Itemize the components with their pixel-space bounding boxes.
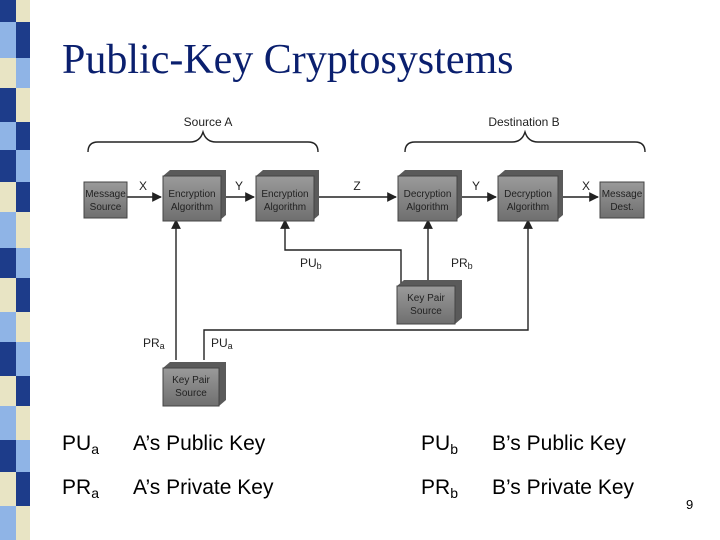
key-label-pub-sub: b bbox=[317, 261, 322, 271]
flow-label-z: Z bbox=[353, 179, 360, 193]
svg-text:Encryption: Encryption bbox=[168, 189, 215, 200]
legend-key-pub: PUb bbox=[421, 432, 458, 457]
key-label-pub-main: PU bbox=[300, 256, 317, 270]
key-label-pra-main: PR bbox=[143, 336, 160, 350]
slide-title: Public-Key Cryptosystems bbox=[62, 37, 514, 83]
key-label-pra-sub: a bbox=[160, 341, 165, 351]
svg-text:Decryption: Decryption bbox=[404, 189, 452, 200]
key-pair-source-box-b: Key Pair Source bbox=[396, 280, 462, 325]
legend-desc-pub: B’s Public Key bbox=[492, 432, 626, 455]
svg-text:Message: Message bbox=[85, 189, 126, 200]
key-label-pra: PRa bbox=[143, 336, 165, 351]
source-brace bbox=[87, 129, 319, 153]
svg-text:Message: Message bbox=[602, 189, 643, 200]
legend-desc-pra: A’s Private Key bbox=[133, 476, 274, 499]
key-label-prb-sub: b bbox=[468, 261, 473, 271]
source-label: Source A bbox=[184, 115, 233, 129]
pub-key-line bbox=[280, 219, 402, 302]
encryption-algorithm-box-1: Encryption Algorithm bbox=[162, 170, 226, 222]
message-dest-box: Message Dest. bbox=[599, 181, 645, 219]
svg-text:Source: Source bbox=[410, 306, 442, 317]
flow-label-x-2: X bbox=[582, 179, 590, 193]
svg-text:Source: Source bbox=[90, 202, 122, 213]
legend-desc-prb: B’s Private Key bbox=[492, 476, 635, 499]
svg-text:Algorithm: Algorithm bbox=[171, 202, 213, 213]
legend-key-prb: PRb bbox=[421, 476, 458, 501]
svg-text:Algorithm: Algorithm bbox=[507, 202, 549, 213]
svg-text:Encryption: Encryption bbox=[261, 189, 308, 200]
key-label-pua: PUa bbox=[211, 336, 233, 351]
svg-text:Key Pair: Key Pair bbox=[407, 293, 445, 304]
decryption-algorithm-box-2: Decryption Algorithm bbox=[497, 170, 563, 222]
legend-key-pua: PUa bbox=[62, 432, 99, 457]
destination-brace bbox=[404, 129, 646, 153]
legend-key-pra: PRa bbox=[62, 476, 99, 501]
svg-text:Key Pair: Key Pair bbox=[172, 375, 210, 386]
key-label-pua-main: PU bbox=[211, 336, 228, 350]
key-label-pub: PUb bbox=[300, 256, 322, 271]
destination-label: Destination B bbox=[488, 115, 559, 129]
key-label-pua-sub: a bbox=[228, 341, 233, 351]
message-source-box: Message Source bbox=[83, 181, 128, 219]
decryption-algorithm-box-1: Decryption Algorithm bbox=[397, 170, 462, 222]
flow-label-y-1: Y bbox=[235, 179, 243, 193]
key-label-prb-main: PR bbox=[451, 256, 468, 270]
flow-label-y-2: Y bbox=[472, 179, 480, 193]
encryption-algorithm-box-2: Encryption Algorithm bbox=[255, 170, 319, 222]
svg-text:Algorithm: Algorithm bbox=[406, 202, 448, 213]
legend-desc-pua: A’s Public Key bbox=[133, 432, 266, 455]
svg-text:Algorithm: Algorithm bbox=[264, 202, 306, 213]
svg-text:Dest.: Dest. bbox=[610, 202, 633, 213]
key-pair-source-box-a: Key Pair Source bbox=[162, 362, 226, 407]
pua-key-line bbox=[203, 219, 533, 360]
svg-text:Source: Source bbox=[175, 388, 207, 399]
svg-text:Decryption: Decryption bbox=[504, 189, 552, 200]
page-number: 9 bbox=[686, 497, 694, 512]
key-label-prb: PRb bbox=[451, 256, 473, 271]
decorative-side-strip bbox=[0, 0, 30, 540]
flow-label-x-1: X bbox=[139, 179, 147, 193]
